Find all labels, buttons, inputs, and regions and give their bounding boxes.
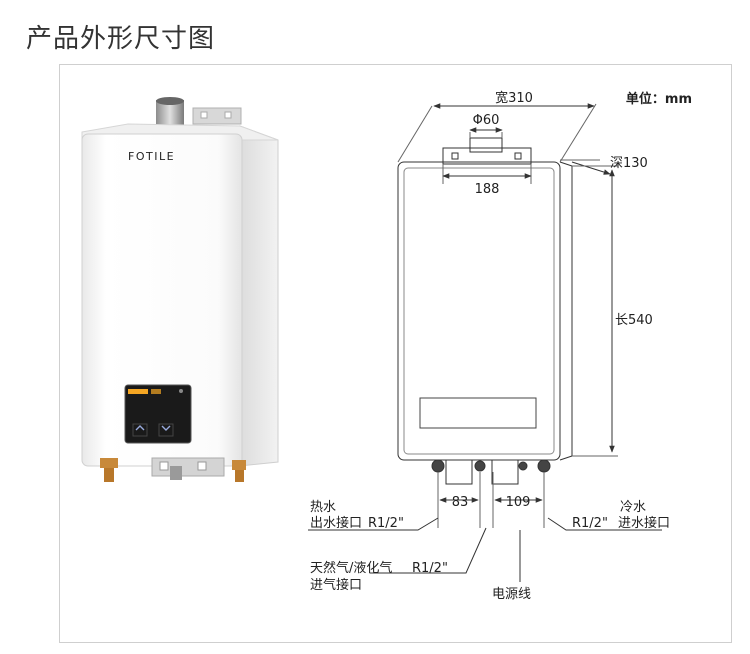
cold-water-label: 冷水 <box>620 500 646 515</box>
gas-leader <box>370 527 487 574</box>
flue-label: Φ60 <box>473 113 500 128</box>
cold-water-spec: R1/2" <box>572 516 608 531</box>
drawing-display-window <box>419 397 537 429</box>
bracket-label: 188 <box>475 182 500 197</box>
cold-water-port-label: 进水接口 <box>618 515 670 531</box>
width-label: 宽310 <box>495 90 533 106</box>
panel-down-icon <box>135 425 145 431</box>
diagram-frame <box>59 64 732 643</box>
flue-pipe-top <box>156 97 184 105</box>
cold-water-fitting <box>232 460 246 482</box>
hot-water-fitting <box>100 458 118 482</box>
cold-water-leader <box>547 517 662 531</box>
unit-label: 单位：mm <box>626 91 692 107</box>
drawing-side-outline <box>559 161 573 461</box>
gas-spec: R1/2" <box>412 561 448 576</box>
screen-status-bar <box>128 389 148 394</box>
length-label: 长540 <box>615 313 653 328</box>
drawing-power-entry <box>518 461 528 471</box>
drawing-flue-collar <box>469 137 503 153</box>
drawing-hot-fitting <box>431 459 445 473</box>
brand-logo: FOTILE <box>128 150 175 163</box>
drawing-left-bracket <box>445 459 473 485</box>
depth-dimension-line <box>571 161 611 175</box>
drawing-top-bracket <box>442 147 532 165</box>
hot-water-leader <box>308 517 439 531</box>
mounting-bracket <box>192 107 242 125</box>
hot-water-label: 热水 <box>310 500 336 515</box>
drawing-gas-fitting <box>474 460 486 472</box>
side-panel <box>239 125 279 467</box>
pitch-left-label: 83 <box>452 495 469 510</box>
control-panel <box>124 384 192 444</box>
hot-water-spec: R1/2" <box>368 516 404 531</box>
page-title: 产品外形尺寸图 <box>26 24 216 54</box>
depth-label: 深130 <box>610 156 648 171</box>
pitch-right-label: 109 <box>506 495 531 510</box>
gas-label: 天然气/液化气 <box>310 560 392 576</box>
product-photo: FOTILE <box>81 97 279 482</box>
drawing-inner-outline <box>403 167 555 455</box>
drawing-cold-fitting <box>537 459 551 473</box>
drawing-front-outline <box>397 161 561 461</box>
drawing-right-bracket <box>491 459 519 485</box>
hot-water-port-label: 出水接口 <box>310 515 362 531</box>
gas-fitting <box>170 466 182 480</box>
panel-up-icon <box>161 425 171 431</box>
power-label: 电源线 <box>492 587 531 602</box>
gas-port-label: 进气接口 <box>310 577 362 593</box>
technical-drawing <box>308 103 662 582</box>
